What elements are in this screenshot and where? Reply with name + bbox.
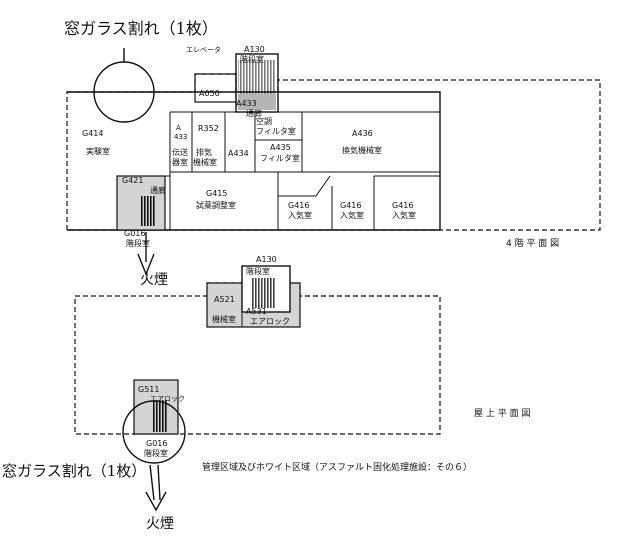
g414-name: 実験室 xyxy=(86,146,110,156)
g016-code: G016 xyxy=(124,229,145,238)
g416a-name: 入気室 xyxy=(288,210,312,220)
stair-hatch xyxy=(252,278,276,308)
g511-code: G511 xyxy=(138,385,159,394)
g421-name: 通廊 xyxy=(150,185,166,195)
g416c-code: G416 xyxy=(392,201,413,210)
g416a-code: G416 xyxy=(288,201,309,210)
roof-a130-name: 階段室 xyxy=(246,266,270,276)
g414-code: G414 xyxy=(82,129,103,138)
r352-name-2: 機械室 xyxy=(193,157,217,167)
a130-stair-room xyxy=(235,53,279,113)
a521-code: A521 xyxy=(214,295,235,304)
fourth-floor-plan xyxy=(66,48,601,231)
a531-code: A531 xyxy=(246,307,267,316)
a436-name: 換気機械室 xyxy=(342,145,382,155)
broken-glass-note-top: 窓ガラス割れ（1枚） xyxy=(64,19,218,38)
stair-hatch xyxy=(140,196,156,226)
a436-code: A436 xyxy=(352,129,373,138)
fire-label-bottom: 火煙 xyxy=(146,516,174,532)
broken-glass-note-bottom: 窓ガラス割れ（1枚） xyxy=(2,462,146,480)
g421-code: G421 xyxy=(122,176,143,185)
roof-plan xyxy=(74,265,441,464)
roof-title: 屋 上 平 面 図 xyxy=(474,408,530,419)
a130-name: 階段室 xyxy=(240,54,264,64)
g416b-name: 入気室 xyxy=(340,210,364,220)
a434-code: A434 xyxy=(228,149,249,158)
a130-code: A130 xyxy=(244,45,265,54)
roof-g016-code: G016 xyxy=(146,439,167,448)
g416b-code: G416 xyxy=(340,201,361,210)
g415-code: G415 xyxy=(206,189,227,198)
g511-name: エアロック xyxy=(150,395,185,403)
kucho-name-2: フィルタ室 xyxy=(256,126,296,136)
g415-name: 試薬調整室 xyxy=(196,200,236,210)
a435-code: A435 xyxy=(270,143,291,152)
r352-name-1: 排気 xyxy=(196,147,212,157)
a531-name: エアロック xyxy=(250,317,290,326)
fourth-floor-title: 4 階 平 面 図 xyxy=(506,238,559,249)
fire-arrow-bottom xyxy=(145,464,167,512)
elevator-label: エレベータ xyxy=(186,45,221,54)
a433-code: A433 xyxy=(236,99,257,108)
a050-code: A050 xyxy=(199,89,220,98)
fire-arrow-top xyxy=(137,232,155,276)
roof-g016-name: 階段室 xyxy=(144,448,168,458)
wall xyxy=(278,175,331,197)
r352-code: R352 xyxy=(198,124,219,133)
stair-landing-shade xyxy=(238,94,276,110)
roof-a130-code: A130 xyxy=(256,255,277,264)
broken-window-circle xyxy=(122,400,186,464)
a433b-num: 433 xyxy=(174,133,187,141)
r352-dencho-1: 伝送 xyxy=(172,147,188,157)
a521-name: 機械室 xyxy=(212,314,236,324)
fire-label-top: 火煙 xyxy=(140,272,168,288)
figure-caption: 管理区域及びホワイト区域（アスファルト固化処理施設：その６） xyxy=(202,461,472,473)
r352-dencho-2: 器室 xyxy=(172,157,188,167)
a433-name: 通廊 xyxy=(246,108,262,118)
a435-name: フィルタ室 xyxy=(260,153,300,163)
stair-hatch xyxy=(238,60,276,94)
a433b-code: A xyxy=(176,124,181,132)
stair-hatch xyxy=(152,400,168,432)
labels: 窓ガラス割れ（1枚） 窓ガラス割れ（1枚） 火煙 火煙 エレベータ A130 階… xyxy=(2,19,559,532)
kucho-name-1: 空調 xyxy=(256,116,272,126)
g016-name: 階段室 xyxy=(126,238,150,248)
g416c-name: 入気室 xyxy=(392,210,416,220)
